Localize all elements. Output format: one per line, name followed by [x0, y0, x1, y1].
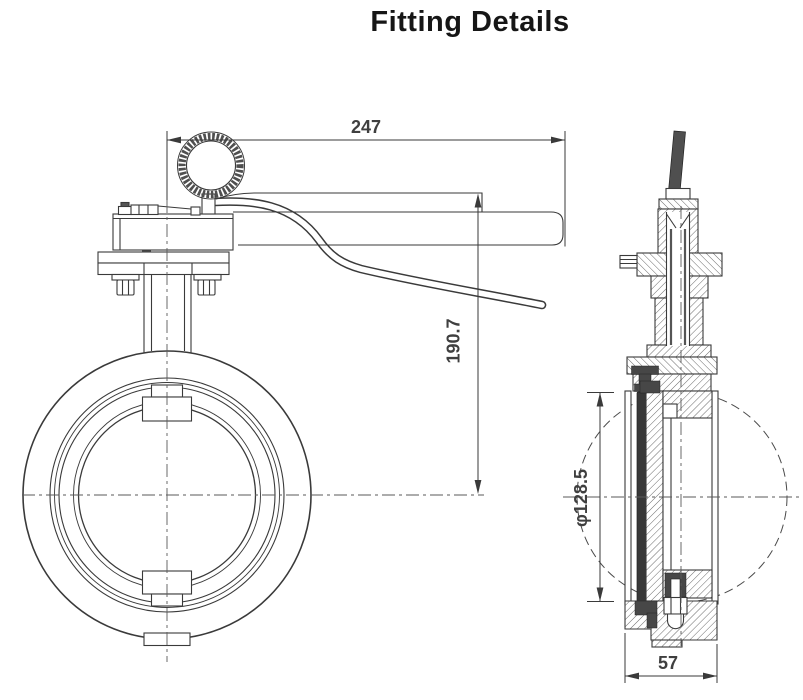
centerlines-front	[22, 200, 484, 662]
grip-ring	[177, 131, 245, 215]
bottom-plug-section	[624, 596, 718, 648]
flange-bolt-left	[111, 273, 140, 296]
valve-neck	[143, 274, 192, 353]
lever-end	[665, 130, 691, 200]
dimension-diameter-128-5: φ128.5	[571, 392, 614, 602]
lever-handle-bar	[215, 192, 564, 246]
flange-bolt-right	[193, 273, 222, 296]
side-section-view	[563, 130, 799, 648]
dim-label-247: 247	[351, 117, 381, 137]
dim-label-190-7: 190.7	[444, 318, 464, 363]
centerlines-side	[563, 206, 799, 646]
front-view	[22, 131, 564, 662]
dimension-247: 247	[166, 117, 566, 247]
dimension-57: 57	[624, 633, 718, 683]
mounting-flange	[97, 248, 230, 276]
body-section	[624, 380, 719, 605]
dim-label-57: 57	[658, 653, 678, 673]
actuator-section	[619, 198, 723, 358]
dimension-190-7: 190.7	[444, 193, 482, 494]
handle-head	[112, 201, 234, 251]
page-title: Fitting Details	[370, 6, 570, 38]
trigger-lever	[210, 197, 547, 310]
dim-label-diameter: φ128.5	[571, 469, 591, 527]
